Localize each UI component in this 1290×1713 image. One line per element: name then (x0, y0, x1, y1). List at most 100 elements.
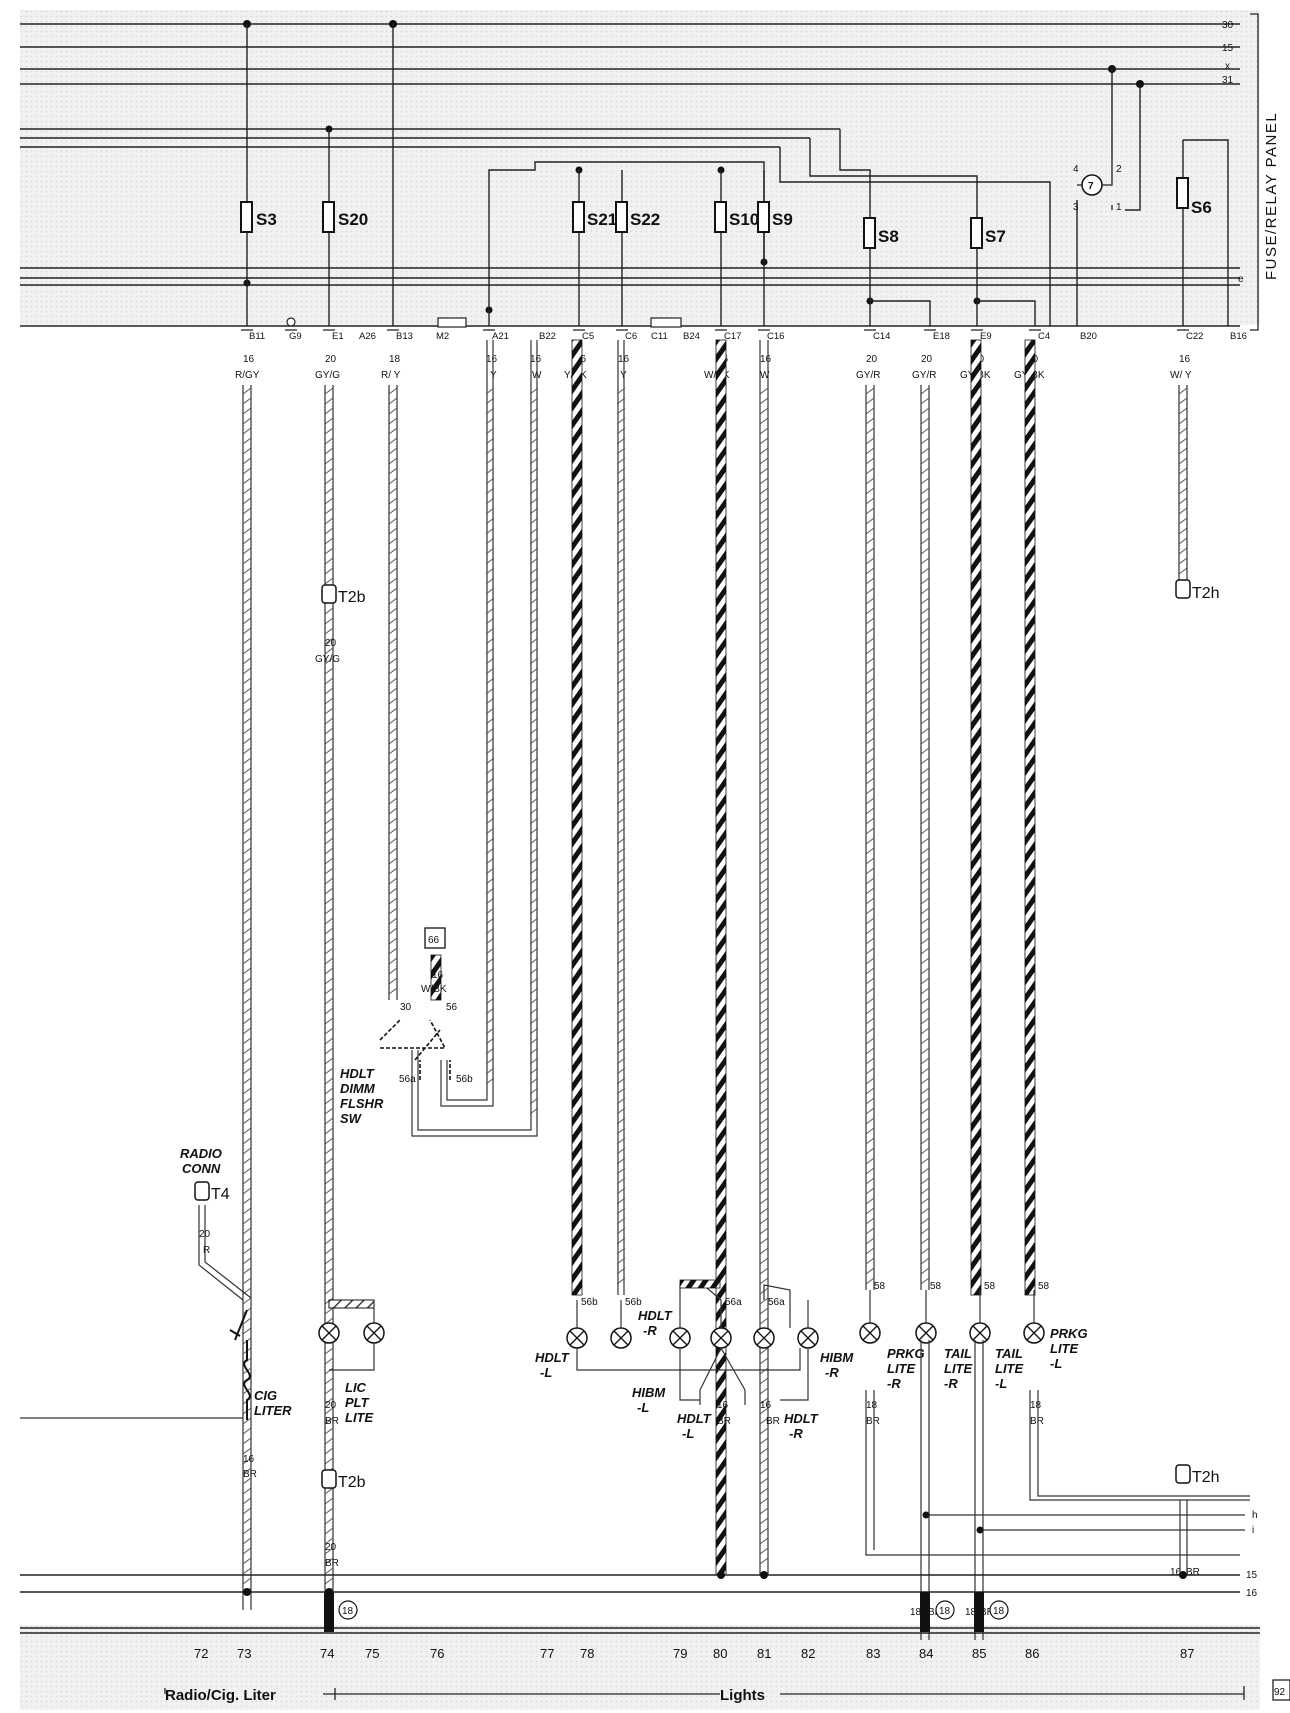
svg-text:BR: BR (928, 1607, 942, 1618)
fuse-s3: S3 (240, 201, 277, 233)
column-numbers: 72 73 74 75 76 77 78 79 80 81 82 83 84 8… (194, 1646, 1194, 1661)
lamp-names: HDLT -L HDLT -R HIBM -L HDLT -L HDLT -R … (535, 1308, 1088, 1441)
svg-text:T2b: T2b (338, 589, 366, 606)
section-label-radio-cig-liter: Radio/Cig. Liter (165, 1687, 276, 1704)
svg-text:16: 16 (1170, 1567, 1182, 1578)
bottom-junctions (243, 1511, 1187, 1596)
svg-text:B20: B20 (1080, 331, 1097, 342)
svg-text:3: 3 (1073, 202, 1079, 213)
svg-text:TAIL: TAIL (944, 1346, 972, 1361)
svg-text:R/ Y: R/ Y (381, 370, 401, 381)
ground-bar-74 (324, 1592, 334, 1632)
svg-text:C4: C4 (1038, 331, 1050, 342)
cig-lighter: CIG LITER 16 BR (20, 1309, 292, 1480)
svg-text:B11: B11 (249, 331, 265, 342)
svg-text:56b: 56b (625, 1297, 642, 1308)
bus-label-i: i (1252, 1525, 1254, 1536)
svg-text:56a: 56a (768, 1297, 785, 1308)
svg-text:BR: BR (1030, 1416, 1044, 1427)
svg-text:PRKG: PRKG (887, 1346, 925, 1361)
page-number: 92 (1274, 1687, 1286, 1698)
svg-text:73: 73 (237, 1646, 251, 1661)
svg-text:HDLT: HDLT (677, 1411, 712, 1426)
fuse-s8: S8 (863, 217, 899, 249)
svg-text:BR: BR (243, 1469, 257, 1480)
svg-text:HDLT: HDLT (535, 1350, 570, 1365)
svg-text:18: 18 (866, 1400, 878, 1411)
svg-text:-L: -L (1050, 1356, 1062, 1371)
svg-text:56: 56 (446, 1002, 458, 1013)
svg-text:E1: E1 (332, 331, 344, 342)
svg-text:20: 20 (325, 354, 337, 365)
svg-text:BR: BR (866, 1416, 880, 1427)
svg-text:16: 16 (530, 354, 542, 365)
svg-text:BR: BR (325, 1416, 339, 1427)
bus-label-30: 30 (1222, 20, 1234, 31)
svg-text:86: 86 (1025, 1646, 1039, 1661)
svg-text:20: 20 (866, 354, 878, 365)
svg-text:T4: T4 (211, 1186, 230, 1203)
svg-text:GY/R: GY/R (912, 370, 936, 381)
panel-title: FUSE/RELAY PANEL (1263, 112, 1280, 280)
svg-text:79: 79 (673, 1646, 687, 1661)
svg-text:LITE: LITE (995, 1361, 1023, 1376)
svg-text:74: 74 (320, 1646, 334, 1661)
hdlt-dimm-flshr-switch: 66 16 W/BK 30 56 56a 56b HDLT DIMM FLSHR… (340, 927, 473, 1126)
svg-text:C11: C11 (651, 331, 668, 342)
svg-text:S9: S9 (772, 210, 793, 229)
hibm-striped-bridge (679, 1279, 721, 1289)
svg-text:-R: -R (944, 1376, 958, 1391)
svg-text:HDLT: HDLT (638, 1308, 673, 1323)
svg-text:56a: 56a (725, 1297, 742, 1308)
svg-text:80: 80 (713, 1646, 727, 1661)
svg-text:S8: S8 (878, 227, 899, 246)
svg-text:20: 20 (325, 1542, 337, 1553)
ground-bar-84 (920, 1592, 930, 1632)
top-buses (20, 23, 1240, 327)
svg-text:72: 72 (194, 1646, 208, 1661)
svg-text:T2h: T2h (1192, 585, 1220, 602)
svg-text:75: 75 (365, 1646, 379, 1661)
svg-text:T2b: T2b (338, 1474, 366, 1491)
svg-text:LIC: LIC (345, 1380, 367, 1395)
svg-text:18: 18 (1030, 1400, 1042, 1411)
svg-text:S6: S6 (1191, 198, 1212, 217)
svg-text:2: 2 (1116, 164, 1122, 175)
svg-text:R/GY: R/GY (235, 370, 260, 381)
svg-text:FLSHR: FLSHR (340, 1096, 384, 1111)
footer-band (20, 1625, 1260, 1710)
fuse-s6: S6 (1176, 177, 1212, 217)
ground-wires (865, 1340, 1250, 1640)
svg-text:HDLT: HDLT (340, 1066, 375, 1081)
svg-text:B22: B22 (539, 331, 556, 342)
svg-text:B13: B13 (396, 331, 413, 342)
svg-text:S7: S7 (985, 227, 1006, 246)
svg-text:E9: E9 (980, 331, 992, 342)
svg-text:18: 18 (910, 1607, 922, 1618)
svg-text:B24: B24 (683, 331, 700, 342)
fuse-relay-panel-area (20, 10, 1260, 325)
svg-text:16: 16 (486, 354, 498, 365)
svg-text:56b: 56b (581, 1297, 598, 1308)
connector-t2h-bottom: T2h (1192, 1469, 1220, 1486)
svg-text:A26: A26 (359, 331, 376, 342)
svg-text:-R: -R (887, 1376, 901, 1391)
svg-text:S22: S22 (630, 210, 660, 229)
svg-text:16: 16 (717, 1400, 729, 1411)
svg-text:S20: S20 (338, 210, 368, 229)
svg-text:BR: BR (1186, 1567, 1200, 1578)
svg-text:LITE: LITE (944, 1361, 972, 1376)
bottom-buses (20, 1574, 1260, 1634)
svg-text:16: 16 (432, 970, 444, 981)
svg-text:85: 85 (972, 1646, 986, 1661)
wire-hatch-marks (242, 387, 1188, 1595)
svg-text:TAIL: TAIL (995, 1346, 1023, 1361)
svg-text:LITE: LITE (345, 1410, 373, 1425)
lamp-pin-labels: 56b 56b 56a 56a 58 58 58 58 (581, 1281, 1050, 1308)
svg-text:B16: B16 (1230, 331, 1247, 342)
svg-text:W/BK: W/BK (421, 984, 447, 995)
svg-text:66: 66 (428, 935, 440, 946)
panel-connector-marks (241, 317, 1189, 331)
